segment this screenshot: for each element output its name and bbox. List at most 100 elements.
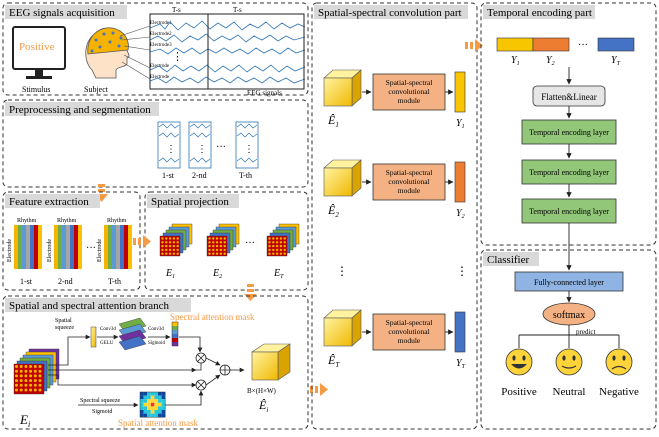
temporal-layer-1 [521,119,617,145]
vdots-right: ⋮ [456,264,468,278]
svg-text:Spatial-spectral: Spatial-spectral [386,168,433,177]
svg-text:Electrode: Electrode [150,75,170,80]
proj-label-T: ET [273,268,284,280]
ss-conv-module [372,313,446,351]
svg-text:···: ··· [86,243,96,254]
panel-temporal-encoding: Temporal encoding part ··· Y1 Y2 YT Flat… [480,2,657,246]
panel-title: Spatial projection [151,196,229,208]
panel-title: Temporal encoding part [487,7,592,19]
panel-classifier: Classifier Fully-connected layer softmax… [480,249,657,430]
input-label: Ê1 [327,113,339,129]
segment-2: ⋮ [188,121,212,169]
svg-text:Electrode3: Electrode3 [150,43,172,48]
svg-text:Spectral squeeze: Spectral squeeze [80,398,120,404]
spectral-mask-label: Spectral attention mask [170,312,255,322]
svg-text:⋮: ⋮ [197,144,207,155]
spatial-mask-label: Spatial attention mask [118,418,198,428]
proj-label-2: E2 [212,268,222,280]
predict-label: predict [576,328,595,336]
segment-T: ⋮ [235,121,259,169]
svg-text:1-st: 1-st [20,277,33,286]
svg-text:Y1: Y1 [511,55,520,67]
panel-title: EEG signals acquisition [9,7,115,19]
window-label-2: T-s [233,6,242,14]
feature-matrix-2 [54,225,82,269]
input-cube [323,167,353,197]
svg-text:squeeze: squeeze [55,325,74,331]
svg-text:module: module [398,186,421,195]
multiply-op-1 [195,352,207,364]
spectral-mask-vector [171,321,179,347]
svg-text:Temporal encoding layer: Temporal encoding layer [529,128,609,137]
input-cube [323,77,353,107]
fc-layer-label: Fully-connected layer [534,278,604,287]
electrode-leads [119,25,151,80]
ss-conv-module [372,163,446,201]
svg-text:module: module [398,96,421,105]
svg-text:Electrode1: Electrode1 [150,21,172,26]
monitor-icon [12,26,66,79]
arrow-spatial-squeeze [48,334,91,366]
flatten-linear-label: Flatten&Linear [541,92,596,102]
segment-label-2: 2-nd [192,171,207,180]
output-label: Y2 [456,208,465,220]
class-positive: Positive [501,386,537,398]
svg-text:···: ··· [245,238,255,249]
output-vector [454,161,466,203]
panel-title: Classifier [487,254,529,266]
panel-title: Spatial-spectral convolution part [318,7,462,19]
output-vector [454,71,466,113]
class-negative: Negative [599,386,639,398]
negative-face-icon [605,348,633,376]
svg-text:convolutional: convolutional [388,177,429,186]
svg-text:Rhythm: Rhythm [107,218,127,224]
svg-text:Sigmoid: Sigmoid [148,341,165,346]
monitor-text: Positive [19,41,55,53]
svg-text:⋮: ⋮ [244,144,254,155]
token-1 [496,37,534,52]
panel-title-bg [5,5,127,19]
panel-feature-extraction: Feature extraction Rhythm Rhythm Rhythm … [2,191,141,291]
attention-output-cube [251,343,291,381]
panel-title: Feature extraction [9,196,89,208]
output-label: Êi [258,398,268,414]
svg-text:Temporal encoding layer: Temporal encoding layer [529,207,609,216]
spatial-mask-heatmap [139,391,166,418]
proj-label-1: E1 [165,268,175,280]
svg-text:Temporal encoding layer: Temporal encoding layer [529,168,609,177]
positive-face-icon [505,348,533,376]
svg-text:Spatial-spectral: Spatial-spectral [386,318,433,327]
svg-text:2-nd: 2-nd [58,277,73,286]
panel-ss-convolution: Spatial-spectral convolution part Ê1Spat… [311,2,478,430]
output-label: YT [456,358,466,370]
subject-label: Subject [84,85,109,94]
svg-text:Electrode2: Electrode2 [150,32,172,37]
orange-arrow-right-5 [465,39,483,52]
panel-attention-branch: Spatial and spectral attention branch Ei… [2,295,309,430]
neutral-face-icon [555,348,583,376]
svg-text:Electrode: Electrode [97,239,103,262]
orange-arrow-down-3 [244,284,257,301]
orange-arrow-right-4 [310,383,328,396]
electrode-labels: Electrode1 Electrode2 Electrode3 Electro… [150,21,172,80]
svg-text:GELU: GELU [100,341,114,346]
stimulus-label: Stimulus [22,85,50,94]
svg-text:Electrode: Electrode [7,239,13,262]
output-vector [454,311,466,353]
svg-text:Electrode: Electrode [47,239,53,262]
softmax-label: softmax [553,310,585,321]
hdots: ··· [216,142,226,153]
multiply-op-2 [195,379,207,391]
input-label: ÊT [327,353,340,369]
input-label: Ê2 [327,203,339,219]
feature-matrix-T [104,225,132,269]
svg-text:module: module [398,336,421,345]
input-cube [323,317,353,347]
vdots-left: ⋮ [336,264,348,278]
svg-text:convolutional: convolutional [388,87,429,96]
svg-text:Rhythm: Rhythm [17,218,37,224]
svg-text:Rhythm: Rhythm [57,218,77,224]
